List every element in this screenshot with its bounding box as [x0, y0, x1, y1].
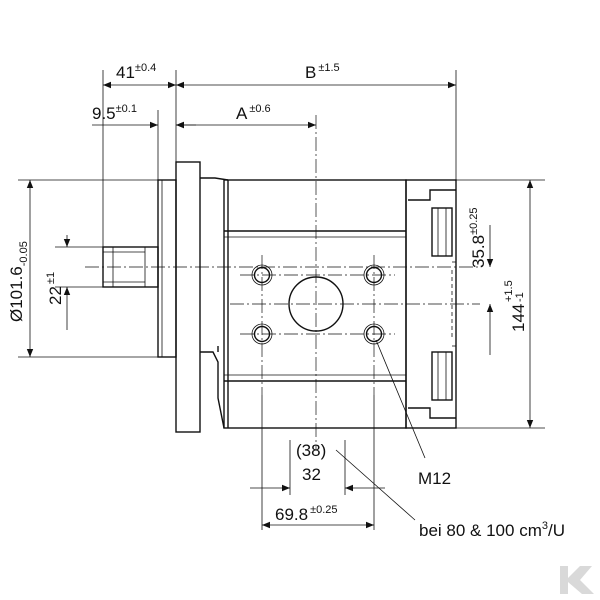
dimension-texts: 41±0.4 B±1.5 9.5±0.1 A±0.6 Ø101.6-0.05 2… — [7, 62, 565, 540]
pump-body — [102, 161, 457, 433]
displacement-note: bei 80 & 100 cm3/U — [419, 520, 565, 540]
dim-69-8: 69.8±0.25 — [275, 504, 338, 524]
k-logo-icon — [560, 566, 594, 594]
lower-port — [431, 351, 453, 401]
dim-41: 41±0.4 — [116, 62, 156, 82]
extension-lines — [18, 70, 545, 530]
dim-22: 22±1 — [45, 272, 65, 305]
dim-a: A±0.6 — [236, 103, 271, 123]
upper-port — [431, 207, 453, 257]
pilot-spigot — [157, 179, 177, 358]
dim-9-5: 9.5±0.1 — [92, 103, 137, 123]
center-lines — [85, 115, 480, 450]
dim-32: 32 — [302, 465, 321, 484]
dim-35-8: 35.8±0.25 — [468, 207, 488, 268]
dim-b: B±1.5 — [305, 62, 340, 82]
thread-label: M12 — [418, 469, 451, 488]
dimension-lines — [26, 81, 534, 529]
svg-text:+1.5: +1.5 — [503, 280, 515, 302]
svg-text:144: 144 — [509, 304, 528, 332]
dim-38: (38) — [296, 441, 326, 460]
leader-lines — [335, 339, 426, 521]
dim-144: 144 +1.5 -1 — [503, 280, 528, 332]
dim-101-6: Ø101.6-0.05 — [7, 241, 30, 322]
mounting-flange — [175, 161, 201, 433]
svg-text:-1: -1 — [514, 292, 526, 302]
